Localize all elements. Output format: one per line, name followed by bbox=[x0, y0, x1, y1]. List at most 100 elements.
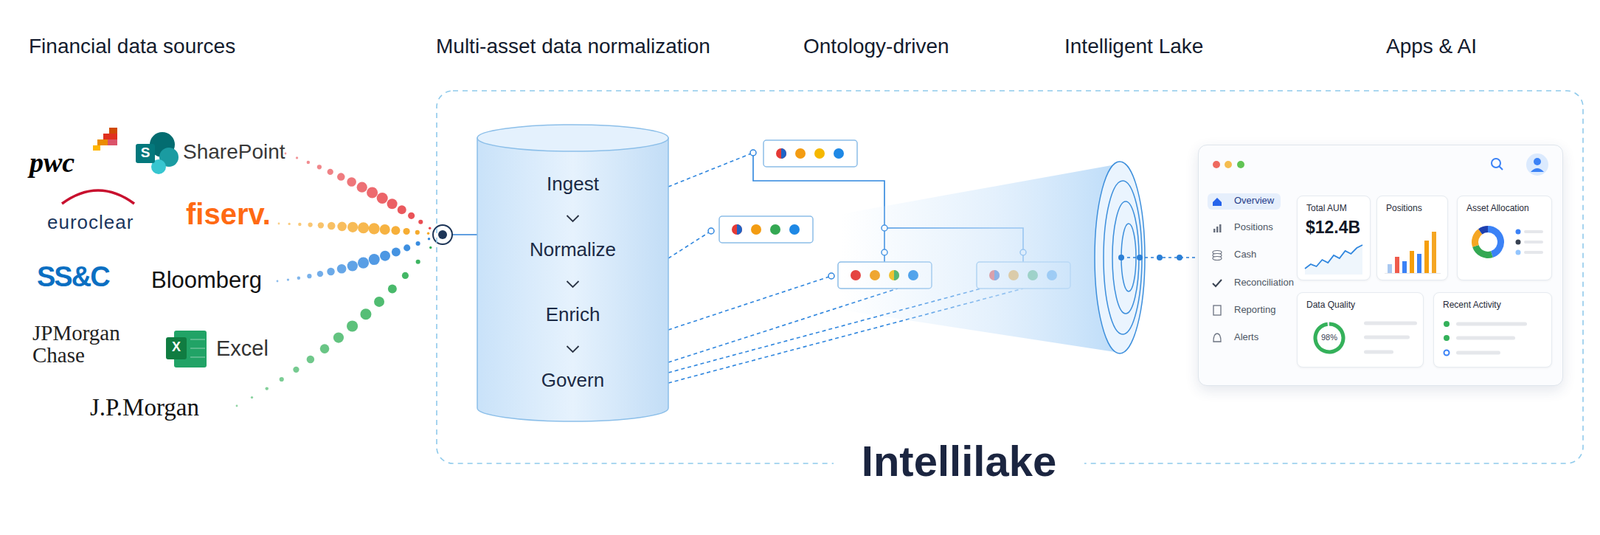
sharepoint-icon bbox=[151, 159, 166, 175]
avatar-icon bbox=[1526, 153, 1549, 176]
quality-gauge bbox=[1313, 322, 1346, 355]
flow-dot bbox=[429, 246, 432, 249]
node-text: Normalize bbox=[477, 239, 669, 261]
ontology-dot bbox=[833, 148, 844, 159]
donut-slice bbox=[1478, 225, 1488, 234]
ontology-dot-half bbox=[736, 224, 743, 235]
nav-icon bbox=[1212, 279, 1222, 287]
ontology-dot bbox=[1008, 269, 1019, 281]
flow-dot bbox=[250, 396, 254, 399]
ontology-dashed-link bbox=[668, 288, 898, 363]
lake-output-dot bbox=[1176, 254, 1183, 261]
ontology-dot bbox=[814, 148, 825, 159]
donut-chart bbox=[1471, 225, 1505, 259]
flow-dot bbox=[418, 219, 423, 225]
placeholder-line bbox=[1363, 335, 1410, 340]
ontology-dot bbox=[750, 224, 762, 235]
node-text: 98% bbox=[1314, 332, 1345, 342]
excel-icon-row bbox=[190, 339, 206, 341]
ontology-dot bbox=[989, 269, 1000, 281]
flow-dot bbox=[288, 222, 291, 225]
placeholder-line bbox=[1363, 350, 1394, 355]
flow-dot bbox=[279, 376, 285, 382]
metric-card: Data Quality 98% bbox=[1296, 292, 1424, 368]
placeholder-line bbox=[1524, 230, 1544, 234]
flow-dot bbox=[337, 264, 347, 274]
lake-output-dot bbox=[1156, 254, 1163, 261]
storage-cylinder: IngestNormalizeEnrichGovern bbox=[477, 124, 669, 422]
flow-dot bbox=[368, 222, 380, 234]
lake-ring bbox=[1094, 161, 1145, 354]
ontology-dashed-link bbox=[668, 288, 982, 373]
flow-dot bbox=[403, 244, 411, 251]
logo-text: fiserv. bbox=[185, 197, 271, 231]
flow-dot bbox=[366, 186, 378, 198]
logo-text: Excel bbox=[216, 337, 269, 361]
flow-dot bbox=[326, 267, 335, 276]
logo-text: J.P.Morgan bbox=[89, 393, 200, 421]
bar bbox=[1394, 256, 1400, 273]
avatar-icon bbox=[1530, 168, 1544, 172]
flow-dot bbox=[407, 212, 415, 220]
ontology-joint bbox=[1020, 249, 1027, 256]
donut-slice bbox=[1472, 244, 1494, 259]
cylinder-body bbox=[477, 137, 669, 422]
ontology-entity bbox=[763, 140, 858, 167]
ontology-joint bbox=[708, 227, 715, 234]
flow-dot bbox=[292, 366, 299, 373]
nav-icon bbox=[1212, 197, 1222, 206]
flow-dot bbox=[327, 222, 336, 231]
flow-dot bbox=[278, 222, 281, 225]
hub-center bbox=[438, 230, 448, 240]
column-heading: Apps & AI bbox=[1386, 35, 1477, 59]
data-flow-dots bbox=[284, 152, 432, 230]
step-chevron bbox=[567, 345, 580, 352]
placeholder-line bbox=[1524, 250, 1544, 254]
flow-dot bbox=[402, 227, 410, 235]
flow-dot bbox=[333, 331, 344, 343]
lake-ring bbox=[1121, 223, 1137, 292]
ontology-dot-half bbox=[781, 148, 787, 159]
flow-dot bbox=[327, 168, 334, 175]
step-chevron bbox=[567, 281, 580, 287]
nav-icon bbox=[1216, 226, 1219, 233]
logo-glyph: S bbox=[135, 145, 155, 161]
node-title: Asset Allocation bbox=[1466, 203, 1530, 214]
ontology-link bbox=[884, 227, 1024, 262]
ontology-entity bbox=[837, 261, 932, 289]
bar bbox=[1431, 231, 1437, 273]
flow-dot bbox=[373, 296, 385, 307]
node-title: Overview bbox=[1234, 195, 1274, 206]
ontology-box bbox=[837, 261, 932, 289]
flow-dot bbox=[357, 257, 369, 269]
lake-ring bbox=[1112, 201, 1139, 314]
flow-dot bbox=[357, 222, 369, 234]
flow-dot bbox=[276, 280, 279, 283]
ontology-dot bbox=[850, 269, 861, 281]
ontology-dot bbox=[869, 269, 881, 281]
node-title: Positions bbox=[1386, 203, 1423, 214]
pwc-logo-block bbox=[103, 133, 118, 140]
window-control bbox=[1237, 160, 1245, 169]
column-heading: Intelligent Lake bbox=[1064, 35, 1204, 59]
ontology-dashed-link bbox=[668, 230, 712, 259]
flow-dot bbox=[306, 273, 312, 279]
legend-dot bbox=[1515, 239, 1522, 245]
column-heading: Financial data sources bbox=[28, 35, 236, 59]
window-control bbox=[1224, 160, 1232, 169]
window-control bbox=[1212, 160, 1221, 169]
pwc-logo-block bbox=[92, 145, 101, 151]
ontology-entity bbox=[976, 261, 1071, 289]
node-title: Data Quality bbox=[1306, 300, 1356, 310]
column-heading: Multi-asset data normalization bbox=[435, 35, 711, 59]
bar bbox=[1417, 253, 1422, 273]
node-text: Cash bbox=[1234, 249, 1257, 260]
ontology-dot bbox=[908, 269, 919, 281]
node-text: Positions bbox=[1234, 222, 1274, 233]
flow-dot bbox=[295, 156, 299, 159]
platform-frame: IntellilakeIngestNormalizeEnrichGovernOv… bbox=[435, 89, 1584, 464]
placeholder-line bbox=[1456, 322, 1527, 327]
placeholder-line bbox=[1456, 336, 1516, 341]
excel-icon-row bbox=[190, 348, 206, 349]
